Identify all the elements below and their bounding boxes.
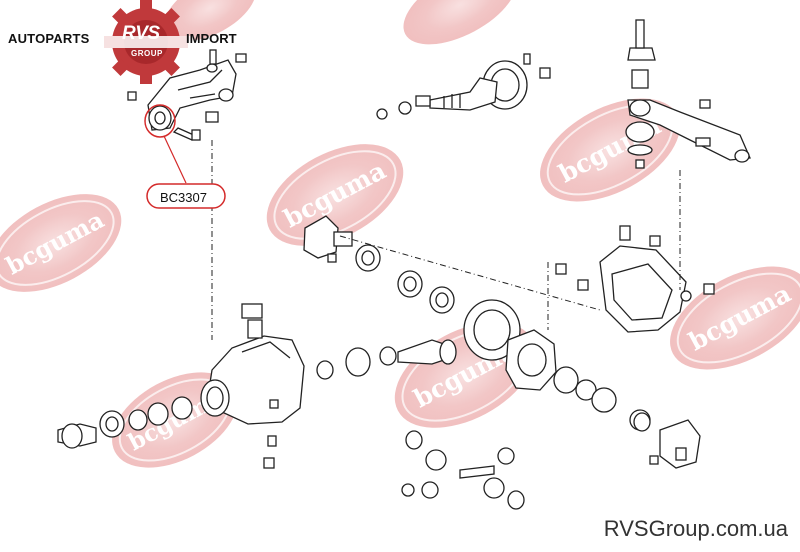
part-number-label: BC3307 — [160, 190, 207, 205]
flange-right-lower — [633, 412, 701, 469]
support-arm-right — [625, 19, 751, 169]
axle-bearings-left — [57, 396, 193, 449]
bracket-bolt — [172, 111, 219, 141]
watermark-oval-3: bcguma — [540, 98, 680, 202]
differential-case — [505, 329, 651, 431]
watermark-oval-8 — [164, 0, 256, 41]
watermark-oval-1: bcguma — [0, 194, 122, 292]
watermark-oval-4: bcguma — [670, 266, 800, 370]
assembly-center-lines — [211, 140, 681, 340]
logo-text: RVS — [122, 23, 160, 44]
line-art — [57, 19, 751, 510]
differential-carrier-right — [555, 225, 715, 333]
crown-ring-gear — [397, 299, 521, 365]
spider-gears-bottom — [401, 430, 525, 510]
axle-housing-main — [200, 303, 305, 469]
brand-left-text: AUTOPARTS — [8, 31, 90, 46]
logo-subtext: GROUP — [131, 49, 163, 58]
flange-left-upper — [303, 215, 381, 272]
mounting-bracket-left — [127, 49, 247, 131]
pinion-and-bearings — [316, 346, 397, 380]
watermark-oval-7 — [403, 0, 517, 45]
brand-right-text: IMPORT — [186, 31, 237, 46]
website-url: RVSGroup.com.ua — [603, 516, 788, 541]
part-callout — [144, 104, 226, 209]
ring-gear-top — [376, 53, 551, 120]
